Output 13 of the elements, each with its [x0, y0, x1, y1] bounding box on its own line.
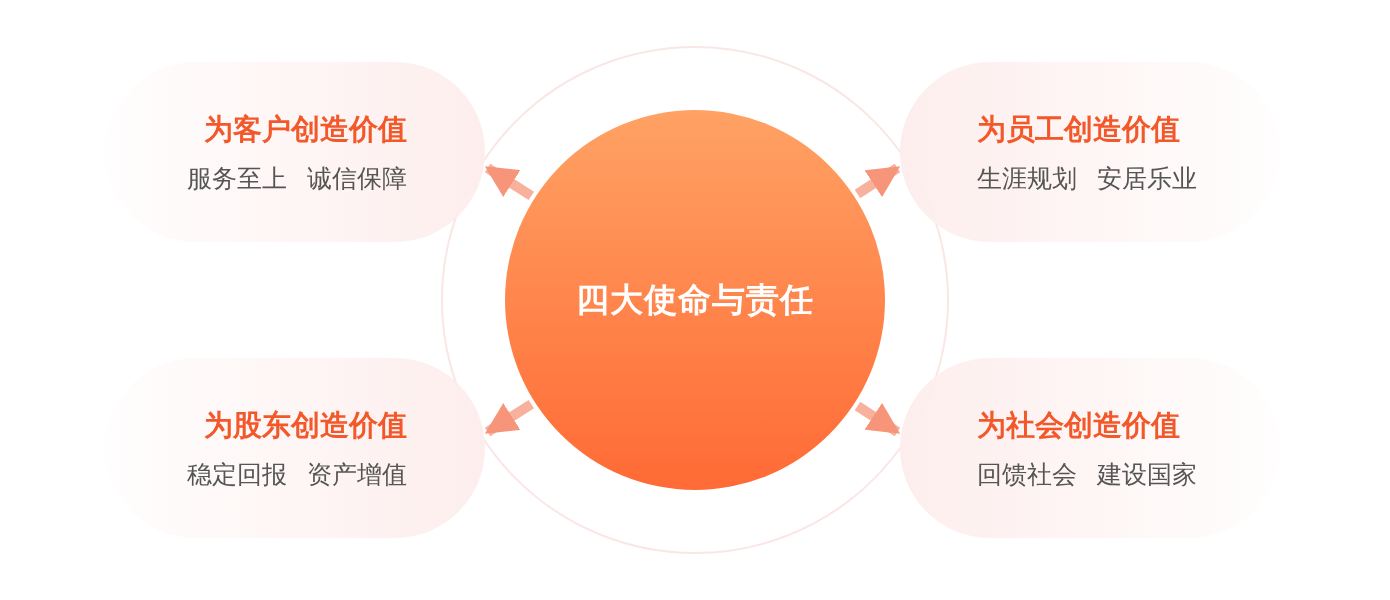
pill-heading: 为社会创造价值 [977, 406, 1180, 444]
pill-heading: 为员工创造价值 [977, 110, 1180, 148]
pill-subtitle: 回馈社会 建设国家 [977, 458, 1197, 491]
circle-title: 四大使命与责任 [576, 278, 814, 321]
pill-heading: 为股东创造价值 [204, 406, 407, 444]
arrow [484, 163, 534, 201]
arrow [854, 163, 901, 199]
arrow [484, 399, 534, 437]
pill-subtitle: 生涯规划 安居乐业 [977, 162, 1197, 195]
pill-heading: 为客户创造价值 [204, 110, 407, 148]
pill-subtitle: 服务至上 诚信保障 [187, 162, 407, 195]
pill-subtitle: 稳定回报 资产增值 [187, 458, 407, 491]
arrow [854, 401, 901, 437]
